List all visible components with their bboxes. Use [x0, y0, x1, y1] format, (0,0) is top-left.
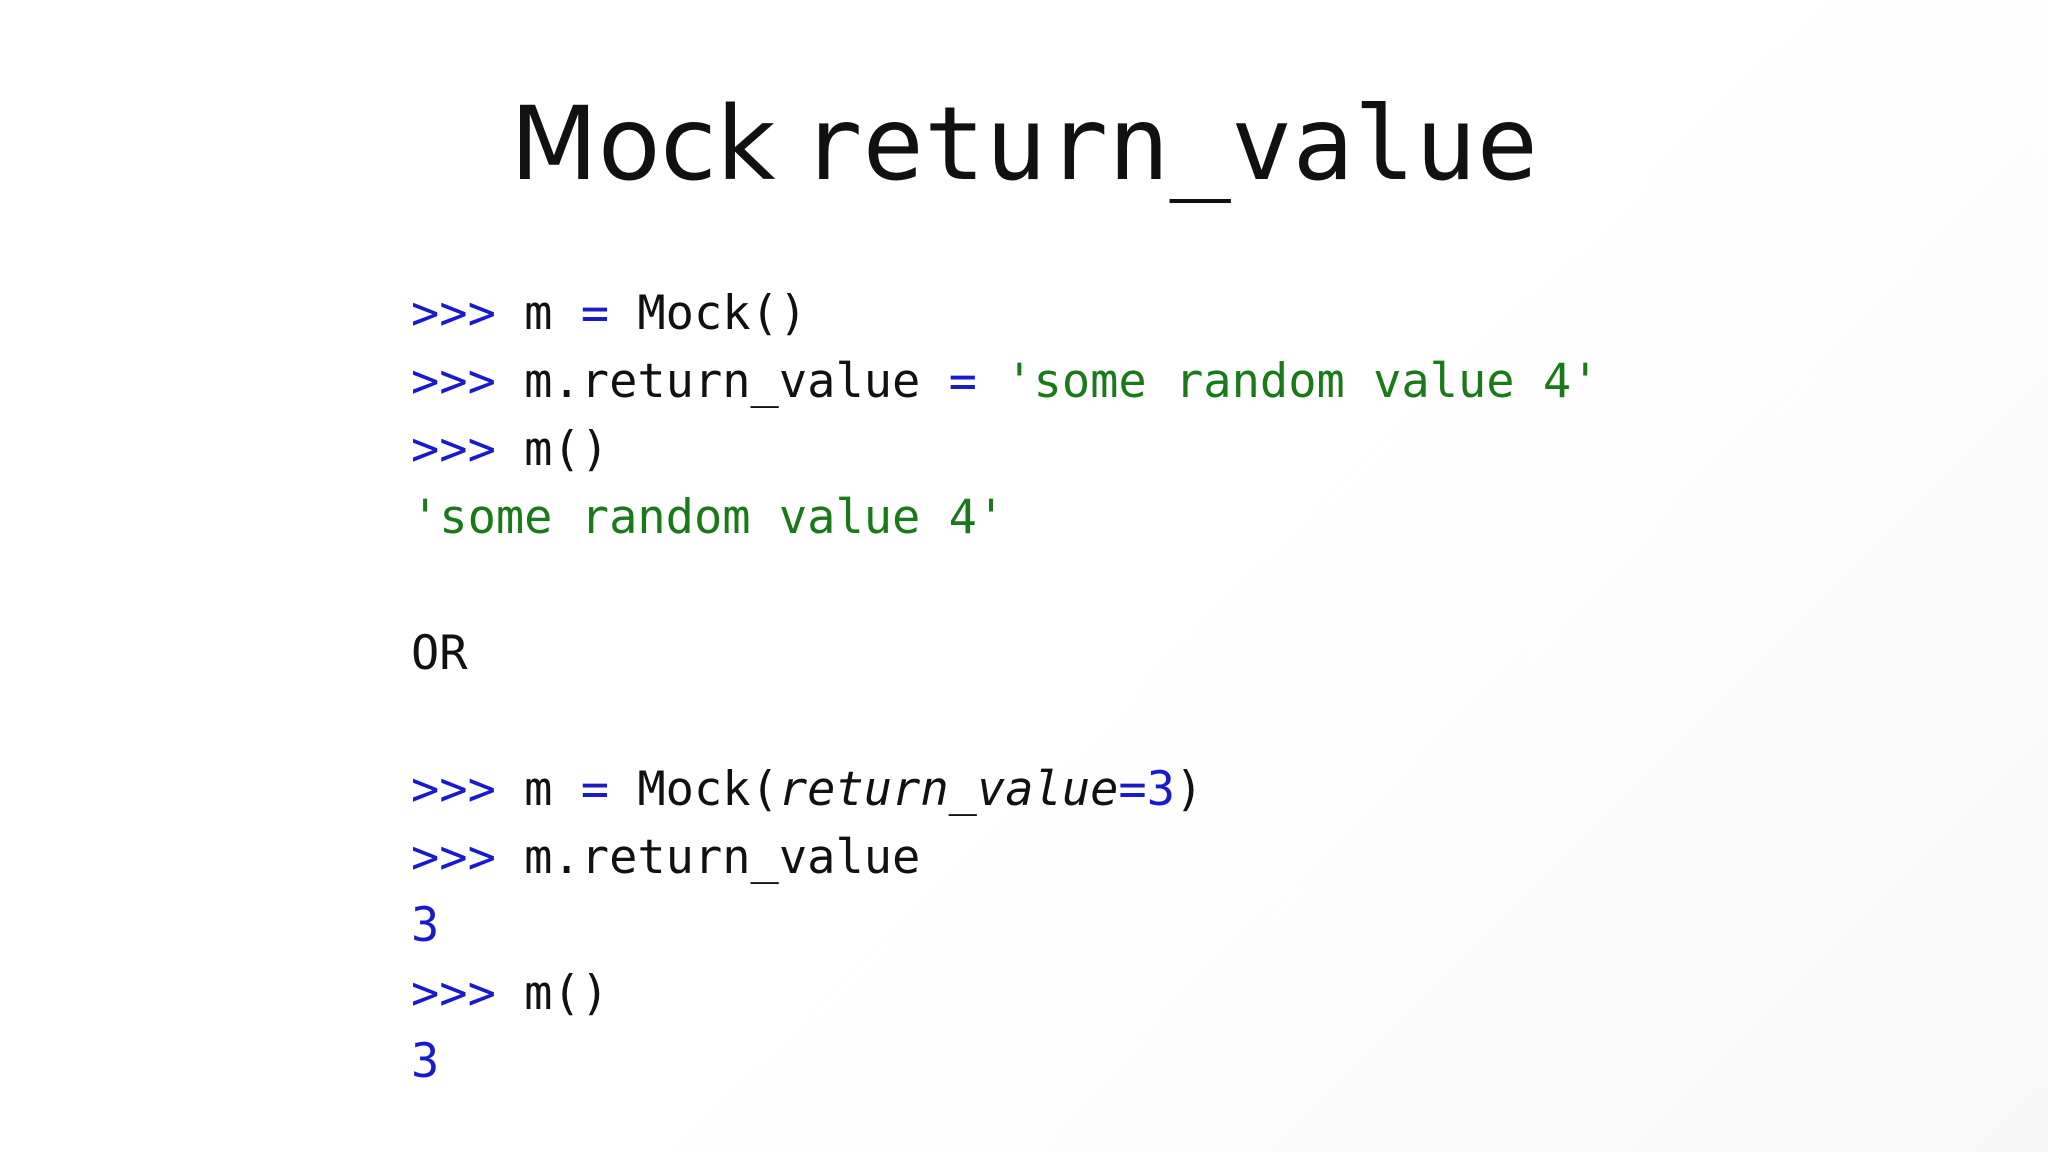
spacer	[411, 552, 1599, 620]
code-line: >>> m = Mock(return_value=3)	[411, 756, 1599, 824]
repl-prompt: >>>	[411, 354, 496, 409]
keyword-argument: return_value	[778, 762, 1119, 817]
code-line: >>> m = Mock()	[411, 280, 1599, 348]
spacer	[411, 688, 1599, 756]
code-text: m.return_value	[495, 354, 949, 409]
repl-output-string: 'some random value 4'	[411, 490, 1006, 545]
code-text: Mock(	[609, 762, 779, 817]
number-literal: 3	[1146, 762, 1176, 817]
repl-output-number: 3	[411, 898, 440, 953]
repl-prompt: >>>	[411, 830, 496, 885]
kwarg-equals: =	[1118, 762, 1147, 817]
code-line: >>> m.return_value	[411, 824, 1599, 892]
slide-title: Mock return_value	[0, 80, 2048, 211]
assign-operator: =	[948, 354, 977, 409]
code-text: m()	[495, 422, 610, 477]
close-paren: )	[1175, 762, 1204, 817]
code-line: >>> m()	[411, 416, 1599, 484]
repl-prompt: >>>	[411, 966, 496, 1021]
code-text: Mock()	[609, 286, 808, 341]
title-word-mock: Mock	[510, 85, 776, 204]
title-word-return-value: return_value	[801, 85, 1538, 204]
repl-prompt: >>>	[411, 422, 496, 477]
code-text: m	[495, 762, 581, 817]
code-text: m	[495, 286, 581, 341]
assign-operator: =	[580, 762, 610, 817]
code-line: >>> m()	[411, 960, 1599, 1028]
separator-text: OR	[411, 626, 468, 681]
repl-output-number: 3	[411, 1034, 440, 1089]
repl-prompt: >>>	[411, 762, 496, 817]
string-literal: 'some random value 4'	[976, 354, 1600, 409]
code-example: >>> m = Mock() >>> m.return_value = 'som…	[411, 280, 1599, 1096]
code-line: >>> m.return_value = 'some random value …	[411, 348, 1599, 416]
code-text: m()	[495, 966, 610, 1021]
code-text: m.return_value	[495, 830, 921, 885]
assign-operator: =	[580, 286, 610, 341]
repl-prompt: >>>	[411, 286, 496, 341]
